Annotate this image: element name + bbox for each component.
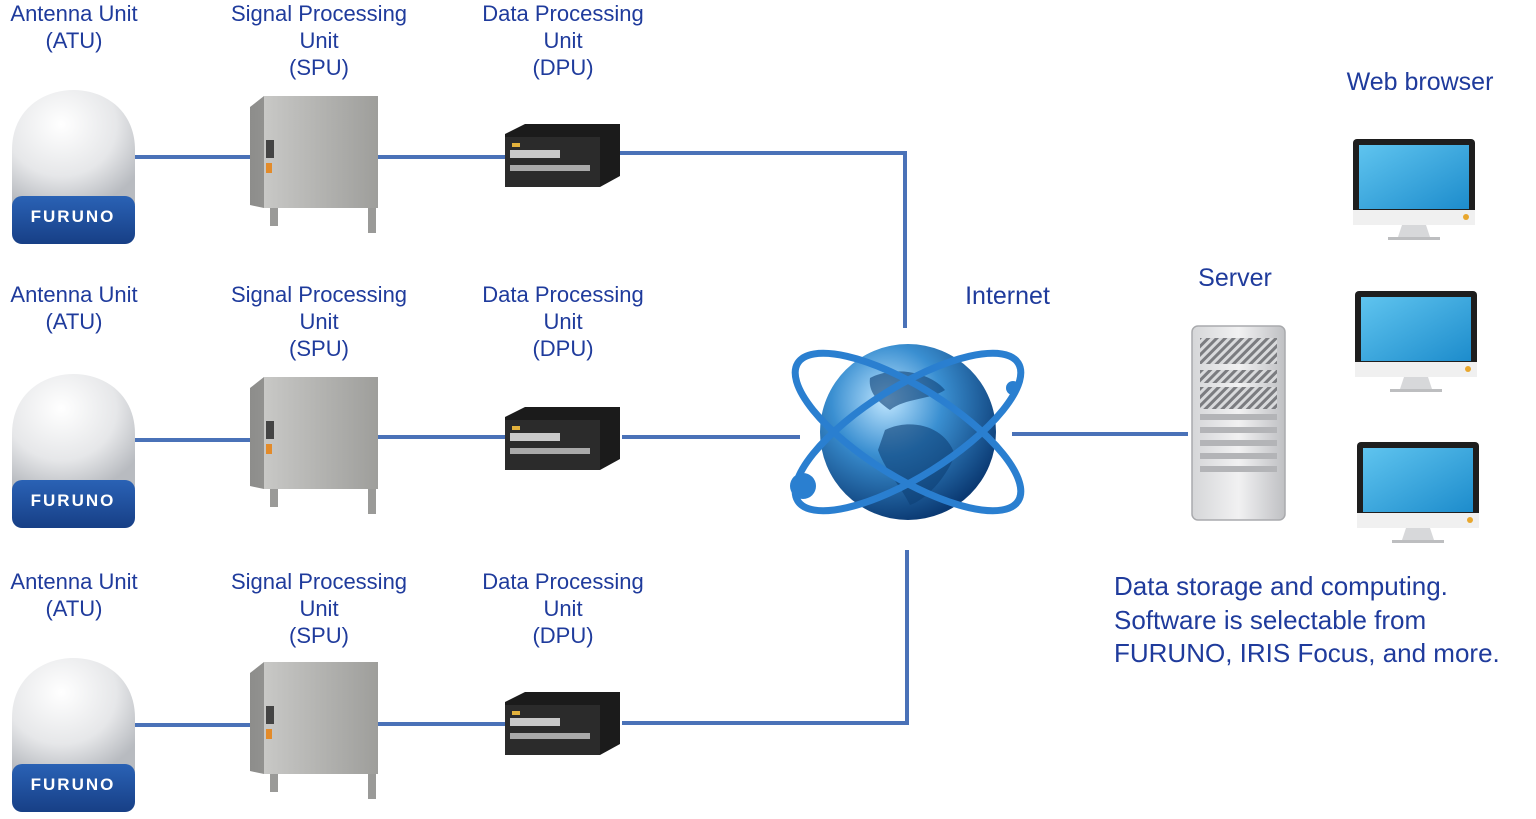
spu-cabinet-icon (250, 377, 378, 514)
server-icon (1191, 325, 1286, 521)
antenna-icon: FURUNO (12, 658, 135, 812)
atu-label-line: Antenna Unit (10, 282, 138, 307)
antenna-brand-text: FURUNO (31, 491, 116, 510)
dpu-label-line: Unit (543, 28, 583, 53)
spu-label-line: (SPU) (289, 336, 349, 361)
atu-label-line: (ATU) (45, 596, 103, 621)
web-browser-label: Web browser (1346, 68, 1494, 96)
atu-label: Antenna Unit (ATU) (0, 281, 148, 335)
dpu-box-icon (505, 124, 620, 187)
atu-label-line: (ATU) (45, 309, 103, 334)
spu-label-line: Unit (299, 596, 339, 621)
antenna-brand-text: FURUNO (31, 207, 116, 226)
antenna-icon: FURUNO (12, 374, 135, 528)
spu-label-line: Signal Processing (230, 282, 408, 307)
globe-icon (790, 344, 1025, 520)
dpu-label: Data Processing Unit (DPU) (468, 0, 658, 81)
dpu-label-line: (DPU) (532, 623, 594, 648)
dpu-box-icon (505, 692, 620, 755)
connectors (135, 151, 1188, 727)
dpu-label-line: Unit (543, 309, 583, 334)
dpu-label-line: Data Processing (482, 1, 644, 26)
atu-label: Antenna Unit (ATU) (0, 0, 148, 54)
server-label: Server (1198, 264, 1272, 292)
connector-dpu-internet-1 (620, 151, 907, 328)
spu-label-line: Signal Processing (230, 569, 408, 594)
spu-label-line: (SPU) (289, 623, 349, 648)
atu-label-line: Antenna Unit (10, 569, 138, 594)
description-text: Data storage and computing. Software is … (1114, 570, 1500, 671)
spu-cabinet-icon (250, 96, 378, 233)
spu-cabinet-icon (250, 662, 378, 799)
monitor-icon (1355, 291, 1477, 392)
spu-label: Signal Processing Unit (SPU) (218, 281, 420, 362)
spu-label-line: Unit (299, 28, 339, 53)
spu-label-line: Signal Processing (230, 1, 408, 26)
description-line: Data storage and computing. (1114, 571, 1448, 601)
spu-label-line: (SPU) (289, 55, 349, 80)
spu-label-line: Unit (299, 309, 339, 334)
monitor-icon (1353, 139, 1475, 240)
description-line: Software is selectable from (1114, 604, 1427, 635)
antenna-icon: FURUNO (12, 90, 135, 244)
spu-label: Signal Processing Unit (SPU) (218, 0, 420, 81)
dpu-box-icon (505, 407, 620, 470)
atu-label: Antenna Unit (ATU) (0, 568, 148, 622)
atu-label-line: Antenna Unit (10, 1, 138, 26)
internet-label: Internet (965, 282, 1050, 310)
spu-label: Signal Processing Unit (SPU) (218, 568, 420, 649)
connector-dpu-internet-3 (622, 550, 909, 725)
description-line: FURUNO, IRIS Focus, and more. (1114, 638, 1500, 668)
dpu-label: Data Processing Unit (DPU) (468, 281, 658, 362)
dpu-label: Data Processing Unit (DPU) (468, 568, 658, 649)
dpu-label-line: Data Processing (482, 569, 644, 594)
monitor-icon (1357, 442, 1479, 543)
dpu-label-line: Unit (543, 596, 583, 621)
dpu-label-line: (DPU) (532, 55, 594, 80)
dpu-label-line: (DPU) (532, 336, 594, 361)
atu-label-line: (ATU) (45, 28, 103, 53)
antenna-brand-text: FURUNO (31, 775, 116, 794)
dpu-label-line: Data Processing (482, 282, 644, 307)
